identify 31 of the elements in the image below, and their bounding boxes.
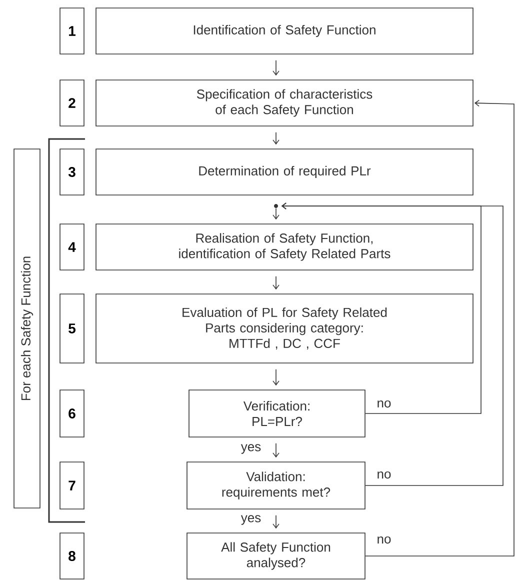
step-number: 4	[60, 224, 84, 270]
process-box: Specification of characteristics of each Safety Function	[96, 80, 474, 126]
edge-label: yes	[240, 514, 262, 526]
arrow	[281, 202, 504, 486]
process-box: Validation: requirements met?	[186, 462, 366, 510]
arrow	[272, 369, 280, 386]
arrow	[365, 100, 514, 556]
step-number: 3	[60, 148, 84, 196]
process-box: Verification: PL=PLr?	[188, 390, 366, 438]
arrow	[272, 515, 280, 529]
arrow	[272, 60, 280, 76]
edge-label: no	[376, 535, 392, 545]
process-box: All Safety Function analysed?	[186, 532, 366, 580]
step-number: 1	[60, 8, 84, 54]
arrow	[272, 276, 280, 290]
step-number: 2	[60, 80, 84, 126]
arrow	[272, 208, 280, 220]
step-number: 6	[60, 390, 84, 438]
arrow	[272, 132, 280, 145]
process-box: Determination of required PLr	[96, 148, 474, 196]
process-box: Realisation of Safety Function, identification of Safety Related Parts	[96, 224, 474, 270]
step-number: 8	[60, 532, 84, 580]
step-number: 7	[60, 462, 84, 510]
edge-label: no	[376, 399, 392, 409]
scope-band: For each Safety Function	[14, 148, 40, 508]
step-number: 5	[60, 294, 84, 364]
process-box: Identification of Safety Function	[96, 8, 474, 54]
edge-label: yes	[240, 443, 262, 455]
arrow	[272, 443, 280, 458]
process-box: Evaluation of PL for Safety Related Parts considering category: MTTFd , DC , CCF	[96, 294, 474, 364]
edge-label: no	[376, 470, 392, 480]
